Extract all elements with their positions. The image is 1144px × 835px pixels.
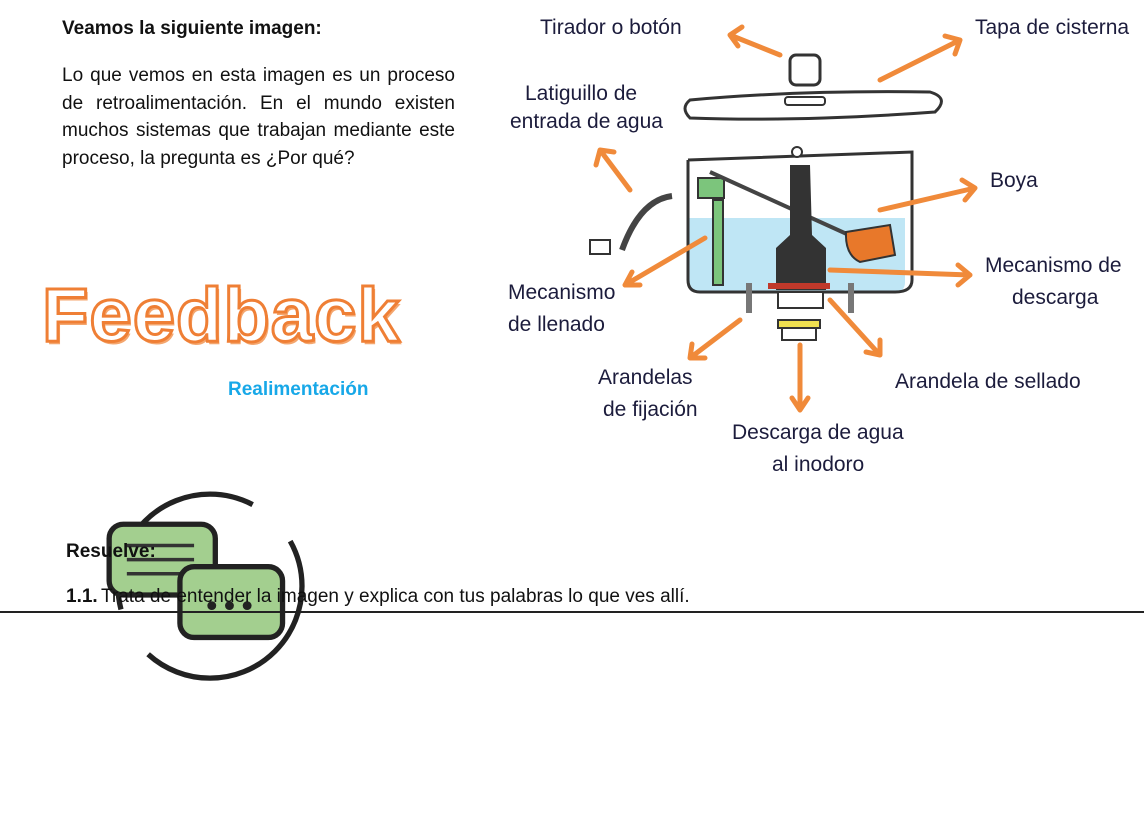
question-number: 1.1. (66, 586, 98, 607)
feedback-wordart: Feedback (41, 272, 402, 360)
label-descarga-2: al inodoro (772, 453, 865, 476)
tank-body (589, 146, 914, 341)
question-text: Trata de entender la imagen y explica co… (101, 586, 690, 607)
label-latiguillo-2: entrada de agua (510, 110, 663, 133)
label-arandelas-2: de fijación (603, 398, 698, 421)
label-mec-descarga-2: descarga (1012, 286, 1099, 309)
label-latiguillo-1: Latiguillo de (525, 82, 638, 105)
label-tapa: Tapa de cisterna (975, 16, 1130, 39)
label-mec-llenado-1: Mecanismo (508, 281, 616, 304)
label-mec-descarga-1: Mecanismo de (985, 254, 1122, 277)
bottom-rule (0, 611, 1144, 613)
cistern-diagram (589, 24, 978, 413)
label-boya: Boya (990, 169, 1038, 192)
label-mec-llenado-2: de llenado (508, 313, 605, 336)
tank-lid (683, 53, 943, 121)
intro-paragraph: Lo que vemos en esta imagen es un proces… (62, 65, 455, 169)
label-descarga-1: Descarga de agua (732, 421, 904, 444)
label-tirador: Tirador o botón (540, 16, 682, 39)
intro-title: Veamos la siguiente imagen: (62, 18, 322, 39)
exercise-heading: Resuelve: (66, 541, 156, 562)
label-arandelas-1: Arandelas (598, 366, 693, 389)
label-arandela-sellado: Arandela de sellado (895, 370, 1081, 393)
arrows (593, 24, 978, 413)
feedback-subtitle: Realimentación (228, 379, 369, 400)
